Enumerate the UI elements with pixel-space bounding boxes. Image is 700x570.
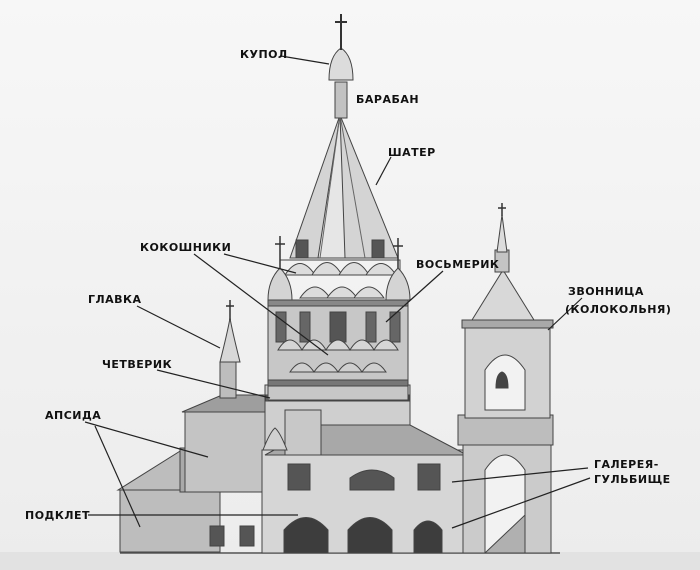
label-shater: ШАТЕР [388, 146, 436, 159]
label-podklet: ПОДКЛЕТ [25, 509, 90, 522]
ground [0, 552, 700, 570]
shater [289, 113, 399, 259]
label-apsida: АПСИДА [45, 409, 102, 422]
label-kupol: КУПОЛ [240, 48, 288, 61]
label-zvonnitsa-line2: (КОЛОКОЛЬНЯ) [565, 303, 672, 316]
label-kokoshniki: КОКОШНИКИ [140, 241, 232, 254]
side-domes [267, 236, 411, 301]
label-vosmerik: ВОСЬМЕРИК [416, 258, 500, 271]
bell-tower [457, 203, 554, 554]
label-glavka: ГЛАВКА [88, 293, 142, 306]
label-galereya-line2: ГУЛЬБИЩЕ [594, 473, 671, 486]
label-zvonnitsa-line1: ЗВОННИЦА [568, 285, 644, 298]
main-dome [328, 14, 354, 119]
vosmerik [267, 299, 409, 401]
label-chetverik: ЧЕТВЕРИК [102, 358, 173, 371]
label-galereya-line1: ГАЛЕРЕЯ- [594, 458, 659, 471]
label-baraban: БАРАБАН [356, 93, 420, 106]
kokoshniki [279, 259, 401, 301]
leader-lines [84, 55, 591, 529]
left-upper-block [181, 300, 266, 493]
